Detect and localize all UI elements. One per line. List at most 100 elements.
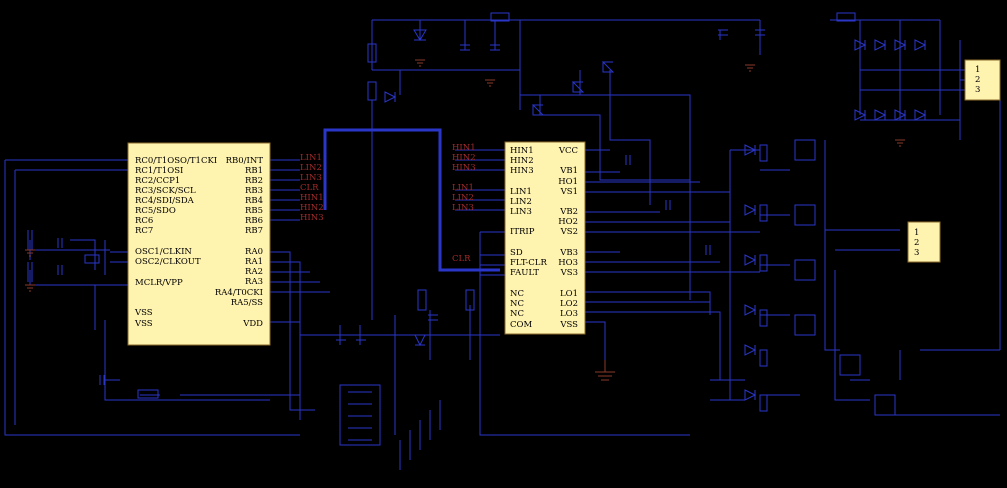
u2-pin-left: HIN1 — [510, 146, 534, 156]
u1-pin-right: RB6 — [245, 216, 263, 226]
u2-pin-left: ITRIP — [510, 227, 535, 237]
header-2-pin: 3 — [914, 248, 919, 258]
header-1-pin: 3 — [975, 85, 980, 95]
u2-pin-right: HO3 — [558, 258, 578, 268]
diode-bridge — [854, 39, 927, 121]
resistor-r6 — [759, 144, 768, 162]
header-2-pin: 1 — [914, 228, 919, 238]
u2-pin-left: SD — [510, 248, 523, 258]
u2-pin-left: COM — [510, 320, 532, 330]
resistor-r7 — [759, 204, 768, 222]
u2-pin-right: VB2 — [559, 207, 578, 217]
resistor-r11 — [490, 12, 510, 22]
u2-pin-right: VS2 — [560, 227, 578, 237]
net-label: HIN3 — [300, 213, 324, 223]
u2-pin-left: NC — [510, 289, 524, 299]
header-1-pin: 1 — [975, 65, 980, 75]
resistor-pack — [399, 400, 441, 470]
dip-switch-slots — [348, 391, 372, 441]
resistor-r5 — [465, 289, 475, 311]
u1-pin-right: RB5 — [245, 206, 263, 216]
u2-pin-right: VCC — [558, 146, 578, 156]
u1-pin-left: OSC2/CLKOUT — [135, 257, 201, 267]
net-label: LIN3 — [300, 173, 322, 183]
capacitors-electrolytic — [27, 230, 33, 282]
u2-pin-left: HIN2 — [510, 156, 534, 166]
u2-pin-left: FAULT — [510, 268, 539, 278]
net-label: HIN2 — [452, 153, 476, 163]
u1-pin-left: RC6 — [135, 216, 153, 226]
diode-d2 — [414, 334, 426, 347]
diode-d1 — [384, 91, 397, 103]
u1-pin-left: RC0/T1OSO/T1CKI — [135, 156, 217, 166]
u1-left-pins: RC0/T1OSO/T1CKIRC1/T1OSIRC2/CCP1RC3/SCK/… — [134, 156, 217, 329]
u1-pin-right: RB7 — [245, 226, 263, 236]
resistor-r10 — [759, 349, 768, 367]
resistor-r9 — [759, 309, 768, 327]
u2-body — [504, 141, 586, 335]
u2-pin-left: LIN2 — [510, 197, 532, 207]
u1-pin-right: RA3 — [245, 277, 263, 287]
passives — [27, 12, 927, 470]
u2-gate-driver: HIN1HIN2HIN3LIN1LIN2LIN3ITRIPSDFLT-CLRFA… — [504, 141, 586, 335]
diode-top — [413, 29, 427, 41]
u2-pin-right: LO1 — [560, 289, 578, 299]
header-1-pins: 123 — [975, 65, 980, 95]
header-2-body — [907, 221, 941, 263]
u2-pin-left: NC — [510, 299, 524, 309]
u1-pin-left: VSS — [134, 308, 153, 318]
u1-pin-right: RB1 — [245, 166, 263, 176]
u2-pin-right: HO2 — [558, 217, 578, 227]
u1-pin-left: RC1/T1OSI — [135, 166, 183, 176]
u2-pin-right: VS1 — [560, 187, 578, 197]
net-label: CLR — [300, 183, 319, 193]
net-label: HIN1 — [452, 143, 476, 153]
u1-microcontroller: RC0/T1OSO/T1CKIRC1/T1OSIRC2/CCP1RC3/SCK/… — [127, 142, 271, 346]
u1-pin-right: RA0 — [245, 247, 263, 257]
u1-pin-left: RC4/SDI/SDA — [135, 196, 195, 206]
header-1-pin: 2 — [975, 75, 980, 85]
u1-pin-right: RB0/INT — [226, 156, 264, 166]
dip-switch — [339, 384, 381, 446]
u1-pin-left: RC7 — [135, 226, 153, 236]
diode-d6 — [602, 60, 615, 73]
resistor-r3 — [137, 389, 159, 399]
header-2-pins: 123 — [914, 228, 919, 258]
capacitors-left — [57, 238, 105, 385]
u2-left-pins: HIN1HIN2HIN3LIN1LIN2LIN3ITRIPSDFLT-CLRFA… — [510, 146, 547, 330]
mosfets — [794, 139, 896, 416]
u2-pin-right: VSS — [559, 320, 578, 330]
resistor-r1 — [367, 43, 377, 63]
u2-pin-right: LO2 — [560, 299, 578, 309]
net-label: LIN1 — [452, 183, 474, 193]
u2-pin-right: VS3 — [560, 268, 578, 278]
resistor-r12 — [836, 12, 856, 22]
u1-pin-left: MCLR/VPP — [135, 278, 183, 288]
net-label: LIN3 — [452, 203, 474, 213]
u1-pin-right: RB2 — [245, 176, 263, 186]
capacitors-mid — [336, 314, 438, 341]
u2-pin-left: NC — [510, 309, 524, 319]
u2-right-pins: VCCVB1HO1VS1VB2HO2VS2VB3HO3VS3LO1LO2LO3V… — [558, 146, 578, 330]
u1-pin-right: RA1 — [245, 257, 263, 267]
u1-pin-right: RB3 — [245, 186, 263, 196]
net-label: HIN2 — [300, 203, 324, 213]
u2-pin-right: LO3 — [560, 309, 578, 319]
net-label: LIN1 — [300, 153, 322, 163]
u1-body — [127, 142, 271, 346]
u2-pin-left: HIN3 — [510, 166, 534, 176]
crystal-y1 — [84, 254, 100, 264]
resistor-r8 — [759, 254, 768, 272]
u2-pin-right: HO1 — [558, 177, 578, 187]
resistor-r13 — [759, 394, 768, 412]
u1-pin-left: RC5/SDO — [135, 206, 176, 216]
net-label: HIN1 — [300, 193, 324, 203]
header-1-body — [964, 59, 1001, 101]
u2-pin-right: VB3 — [559, 248, 578, 258]
net-label-clr: CLR — [452, 254, 471, 264]
u1-pin-right: RA2 — [245, 267, 263, 277]
u1-pin-right: RA4/T0CKI — [215, 288, 263, 298]
diode-column — [744, 144, 757, 401]
